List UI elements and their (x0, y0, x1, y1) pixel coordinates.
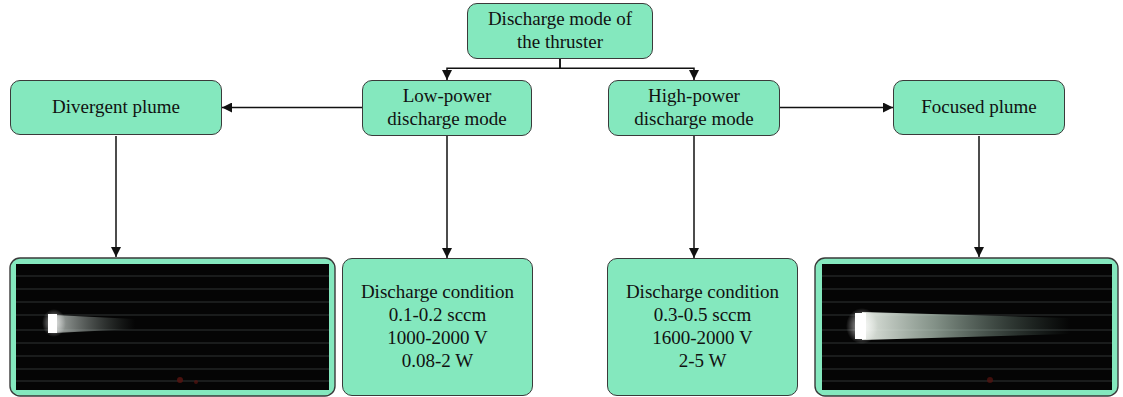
condition-box: Discharge condition0.1-0.2 sccm1000-2000… (342, 258, 533, 396)
result-box: Divergent plume (10, 80, 222, 135)
result-box: Focused plume (893, 80, 1065, 135)
connector-arrow (447, 59, 560, 80)
connector-arrow (446, 136, 448, 258)
leader-arrow (978, 136, 980, 257)
mode-box: Low-power discharge mode (362, 80, 532, 136)
node-value: 2-5 W (679, 350, 727, 373)
node-label: Discharge condition (361, 281, 514, 304)
node-value: 1600-2000 V (652, 327, 752, 350)
divergent-plume-photo (10, 258, 335, 396)
node-value: 1000-2000 V (387, 327, 487, 350)
condition-box: Discharge condition0.3-0.5 sccm1600-2000… (607, 258, 798, 396)
focused-plume-photo (815, 258, 1118, 396)
node-label: Divergent plume (52, 96, 180, 119)
mode-box: High-power discharge mode (608, 80, 780, 136)
node-label: High-power discharge mode (617, 85, 771, 131)
node-value: 0.3-0.5 sccm (654, 304, 752, 327)
node-value: 0.08-2 W (402, 350, 473, 373)
connector-arrow (780, 107, 893, 109)
node-value: 0.1-0.2 sccm (389, 304, 487, 327)
connector-arrow (693, 136, 695, 258)
leader-arrow (115, 136, 117, 257)
node-label: Focused plume (921, 96, 1037, 119)
node-label: Low-power discharge mode (371, 85, 523, 131)
connector-arrow (222, 107, 362, 109)
connector-arrow (560, 59, 694, 80)
node-label: Discharge mode of the thruster (476, 8, 644, 54)
node-label: Discharge condition (626, 281, 779, 304)
root-box: Discharge mode of the thruster (467, 3, 653, 59)
